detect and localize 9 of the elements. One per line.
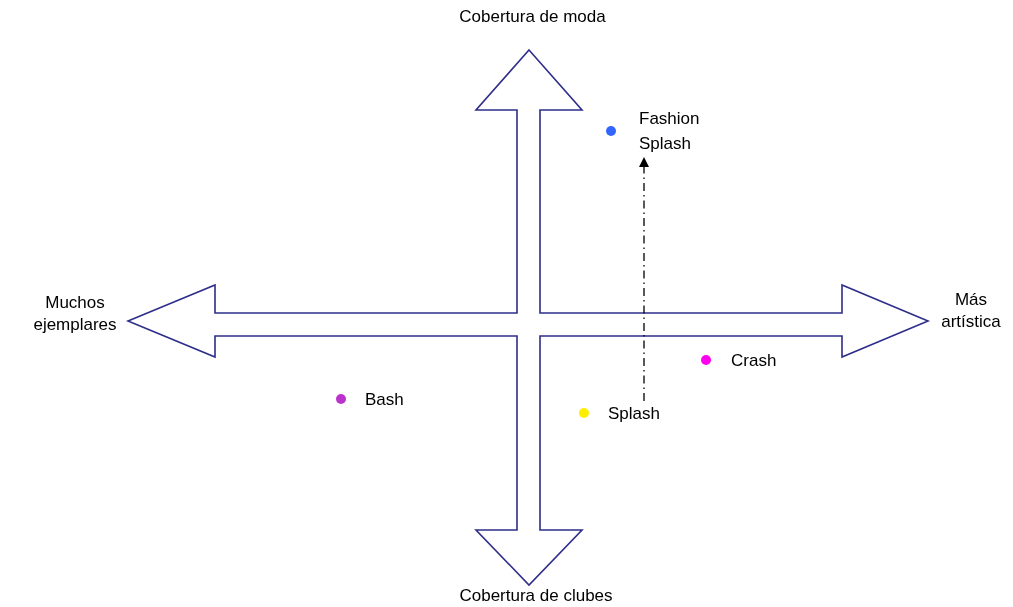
- point-label: Splash: [608, 403, 661, 425]
- point-label: Fashion Splash: [639, 108, 701, 155]
- axis-label: Muchos ejemplares: [32, 292, 118, 336]
- axis-label: Cobertura de moda: [458, 6, 607, 28]
- point-label: Bash: [365, 389, 405, 411]
- dash-dot-arrow: [639, 157, 649, 402]
- axis-label: Cobertura de clubes: [458, 585, 614, 607]
- point-label: Crash: [731, 350, 778, 372]
- axis-label: Más artística: [940, 289, 1002, 333]
